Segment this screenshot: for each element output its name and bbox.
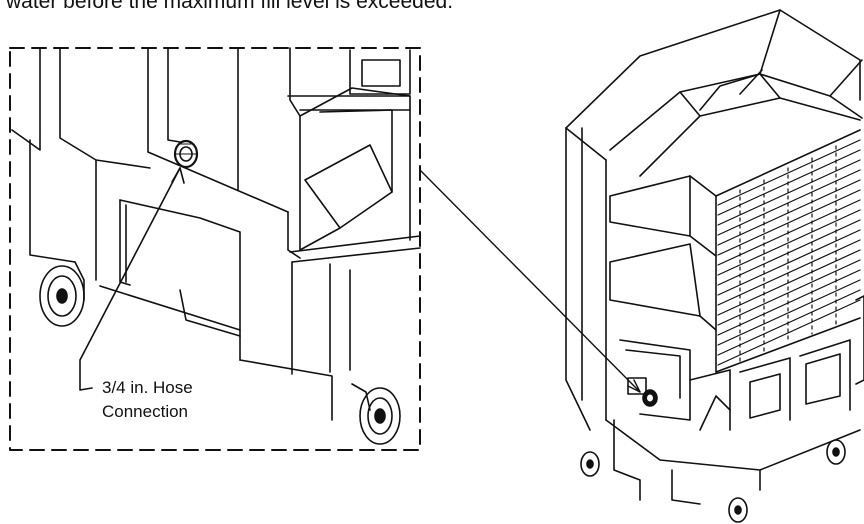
evaporative-cooler [565,9,864,523]
cooler-hose-fitting [627,377,658,407]
front-panel [147,47,289,213]
cooler-caster-right [826,439,846,465]
leader-arrowhead [171,167,185,184]
connector-line [419,169,641,393]
side-handle-recess [304,144,393,229]
cooler-grille [717,139,861,366]
cooler-top-outline [565,9,861,129]
hose-connection-fitting [173,139,199,169]
callout-line-1: 3/4 in. Hose [102,378,193,397]
cooler-caster-left [580,451,600,477]
left-wall-line [11,47,41,151]
detail-caster-right [351,383,401,445]
detail-caster-left [39,261,85,327]
cooler-caster-front [728,497,748,523]
callout-line-2: Connection [102,402,189,421]
hose-connection-callout: 3/4 in. Hose Connection [102,376,193,424]
detail-frame [9,47,421,451]
leader-line [79,167,181,391]
detail-inset [9,47,421,451]
instruction-text: water before the maximum fill level is e… [6,0,454,13]
